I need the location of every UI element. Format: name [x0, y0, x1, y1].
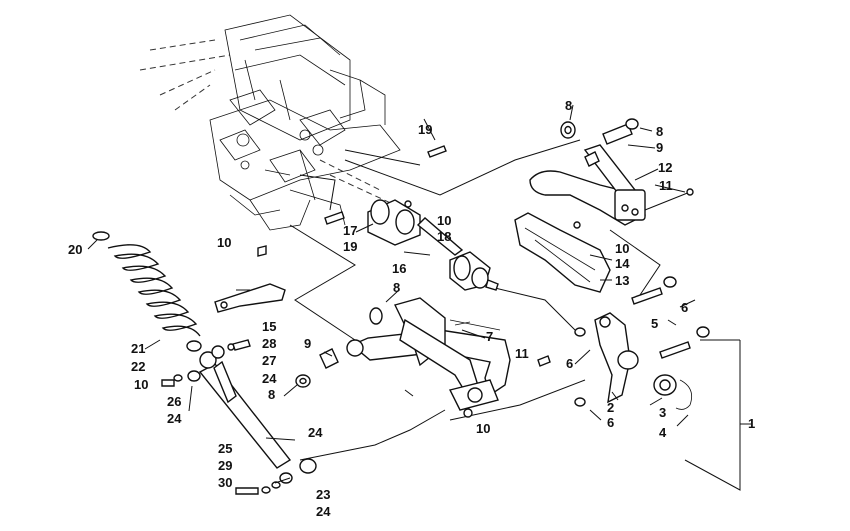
coil-spring: [92, 231, 202, 352]
heat-shield: [514, 212, 611, 293]
callout-14: 14: [615, 256, 630, 271]
callout-10e: 10: [476, 421, 490, 436]
fasteners: [257, 145, 447, 257]
callout-18: 18: [437, 229, 451, 244]
callout-8b: 8: [656, 124, 663, 139]
callout-10b: 10: [437, 213, 451, 228]
callout-1: 1: [748, 416, 755, 431]
callout-6a: 6: [681, 300, 688, 315]
shock-absorber: [161, 283, 317, 495]
callout-9a: 9: [656, 140, 663, 155]
callout-24c: 24: [308, 425, 323, 440]
spindle-assembly: [574, 276, 710, 410]
callout-22: 22: [131, 359, 145, 374]
drive-shaft: [367, 199, 499, 291]
callout-19a: 19: [418, 122, 432, 137]
frame-assembly: [139, 14, 401, 231]
callout-26: 26: [167, 394, 181, 409]
callout-30: 30: [218, 475, 232, 490]
callout-6b: 6: [566, 356, 573, 371]
callout-8c: 8: [393, 280, 400, 295]
callout-28: 28: [262, 336, 276, 351]
callout-20: 20: [68, 242, 82, 257]
callout-3: 3: [659, 405, 666, 420]
callout-27: 27: [262, 353, 276, 368]
callout-10a: 10: [217, 235, 231, 250]
callout-5: 5: [651, 316, 658, 331]
callout-8d: 8: [268, 387, 275, 402]
callout-23: 23: [316, 487, 330, 502]
connection-lines: [289, 139, 741, 491]
callout-2: 2: [607, 400, 614, 415]
callout-21: 21: [131, 341, 145, 356]
callout-19b: 19: [343, 239, 357, 254]
callout-4: 4: [659, 425, 667, 440]
callout-25: 25: [218, 441, 232, 456]
callout-8a: 8: [565, 98, 572, 113]
callout-17: 17: [343, 223, 357, 238]
callout-24a: 24: [262, 371, 277, 386]
leader-lines: [87, 104, 751, 484]
callout-11a: 11: [659, 178, 673, 193]
upper-arm-hardware: [560, 118, 694, 211]
callout-29: 29: [218, 458, 232, 473]
callout-7: 7: [486, 329, 493, 344]
callout-13: 13: [615, 273, 629, 288]
callout-16: 16: [392, 261, 406, 276]
callout-11b: 11: [515, 346, 529, 361]
callout-15: 15: [262, 319, 276, 334]
callout-10c: 10: [615, 241, 629, 256]
callout-labels: 1 2 3 4 5 6 6 6 7 8 8 8 8 9 9 10 10 10 1…: [68, 98, 755, 519]
lower-a-arm: [346, 297, 511, 411]
lower-arm-bushings: [295, 307, 551, 418]
callout-10d: 10: [134, 377, 148, 392]
callout-24d: 24: [316, 504, 331, 519]
callout-9b: 9: [304, 336, 311, 351]
callout-6c: 6: [607, 415, 614, 430]
callout-24b: 24: [167, 411, 182, 426]
callout-12: 12: [658, 160, 672, 175]
